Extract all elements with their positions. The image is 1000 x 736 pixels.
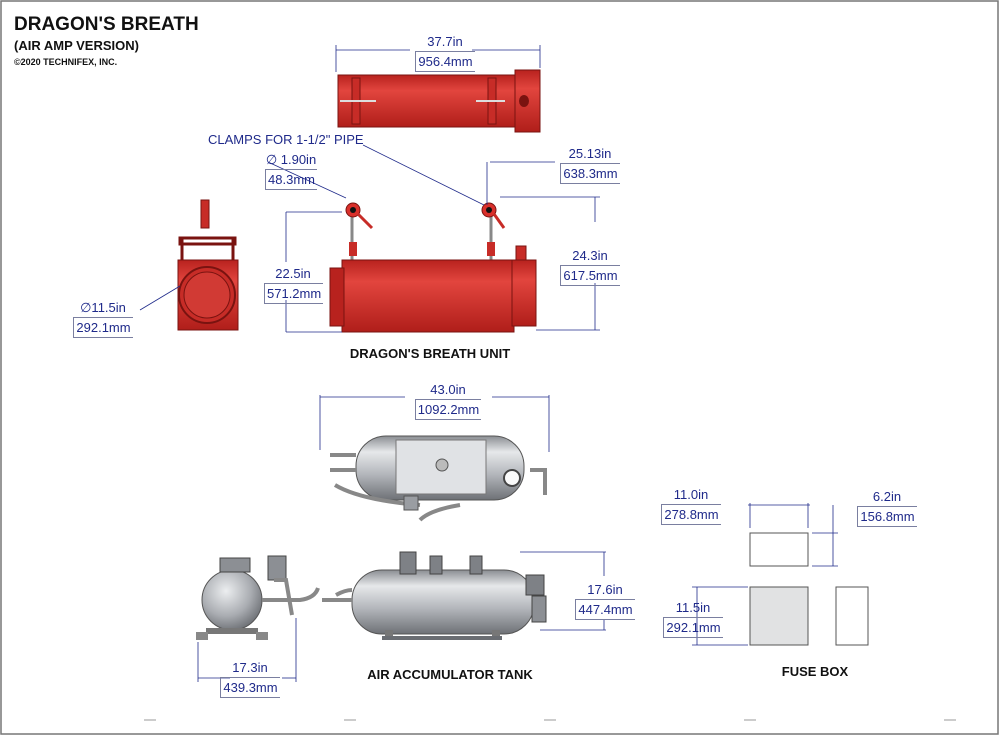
dim-lines-tank-end bbox=[197, 618, 297, 682]
tank-front-view bbox=[322, 551, 547, 640]
dim-tank-height: 17.6in 447.4mm bbox=[568, 580, 642, 620]
dim-lines-top bbox=[335, 45, 541, 72]
dim-value-in: 24.3in bbox=[572, 248, 608, 263]
fuse-box-label: FUSE BOX bbox=[781, 664, 849, 679]
dim-tank-length: 43.0in 1092.2mm bbox=[400, 380, 496, 420]
unit-side-view bbox=[177, 199, 239, 331]
dim-value-mm: 156.8mm bbox=[857, 506, 917, 527]
dim-value-mm: 617.5mm bbox=[560, 265, 620, 286]
dim-lines-fuse bbox=[692, 503, 838, 646]
dim-value-in: 43.0in bbox=[430, 382, 466, 397]
dim-unit-height: 24.3in 617.5mm bbox=[553, 246, 627, 286]
dim-unit-length: 37.7in 956.4mm bbox=[400, 32, 490, 72]
unit-front-view bbox=[329, 202, 537, 333]
dim-lines-front bbox=[267, 144, 600, 333]
dim-tank-end-width: 17.3in 439.3mm bbox=[212, 658, 288, 698]
dim-unit-body-height: 22.5in 571.2mm bbox=[264, 264, 324, 304]
dim-value-mm: 278.8mm bbox=[661, 504, 721, 525]
dim-clamp-span: 25.13in 638.3mm bbox=[553, 144, 627, 184]
dim-value-mm: 638.3mm bbox=[560, 163, 620, 184]
dim-value-in: 6.2in bbox=[872, 489, 902, 504]
dim-value-in: ∅11.5in bbox=[80, 300, 126, 315]
dim-value-in: 37.7in bbox=[427, 34, 463, 49]
dim-lines-tank-front bbox=[520, 551, 606, 631]
dim-value-in: 11.0in bbox=[673, 487, 709, 502]
clamp-note: CLAMPS FOR 1-1/2" PIPE bbox=[208, 132, 364, 147]
unit-label: DRAGON'S BREATH UNIT bbox=[349, 346, 511, 361]
dim-unit-diameter: ∅11.5in 292.1mm bbox=[66, 298, 140, 338]
dim-value-mm: 1092.2mm bbox=[414, 399, 482, 420]
dim-value-in: 25.13in bbox=[568, 146, 612, 161]
dim-value-mm: 956.4mm bbox=[415, 51, 475, 72]
dim-lines-side bbox=[139, 285, 181, 311]
dim-value-in: 17.6in bbox=[587, 582, 623, 597]
tank-label: AIR ACCUMULATOR TANK bbox=[367, 667, 533, 682]
dim-value-mm: 447.4mm bbox=[575, 599, 635, 620]
dim-value-in: 17.3in bbox=[232, 660, 268, 675]
dim-clamp-diameter: ∅ 1.90in 48.3mm bbox=[256, 150, 326, 190]
dim-fuse-height: 11.5in 292.1mm bbox=[656, 598, 730, 638]
dim-value-in: ∅ 1.90in bbox=[265, 152, 317, 167]
fuse-box-views bbox=[749, 532, 869, 646]
drawing-subtitle: (AIR AMP VERSION) bbox=[14, 38, 139, 53]
dim-value-mm: 439.3mm bbox=[220, 677, 280, 698]
tank-top-view bbox=[330, 435, 547, 522]
tank-end-view bbox=[196, 555, 320, 640]
unit-top-view bbox=[337, 69, 541, 133]
copyright-notice: ©2020 TECHNIFEX, INC. bbox=[14, 57, 118, 67]
dim-value-mm: 292.1mm bbox=[663, 617, 723, 638]
drawing-title: DRAGON'S BREATH bbox=[14, 14, 199, 35]
dim-value-mm: 292.1mm bbox=[73, 317, 133, 338]
dim-fuse-depth: 6.2in 156.8mm bbox=[850, 487, 924, 527]
dim-value-mm: 48.3mm bbox=[265, 169, 317, 190]
dim-value-in: 22.5in bbox=[275, 266, 311, 281]
dim-value-mm: 571.2mm bbox=[264, 283, 324, 304]
dim-fuse-width: 11.0in 278.8mm bbox=[654, 485, 728, 525]
dim-lines-tank-top bbox=[319, 395, 550, 452]
dim-value-in: 11.5in bbox=[675, 600, 711, 615]
